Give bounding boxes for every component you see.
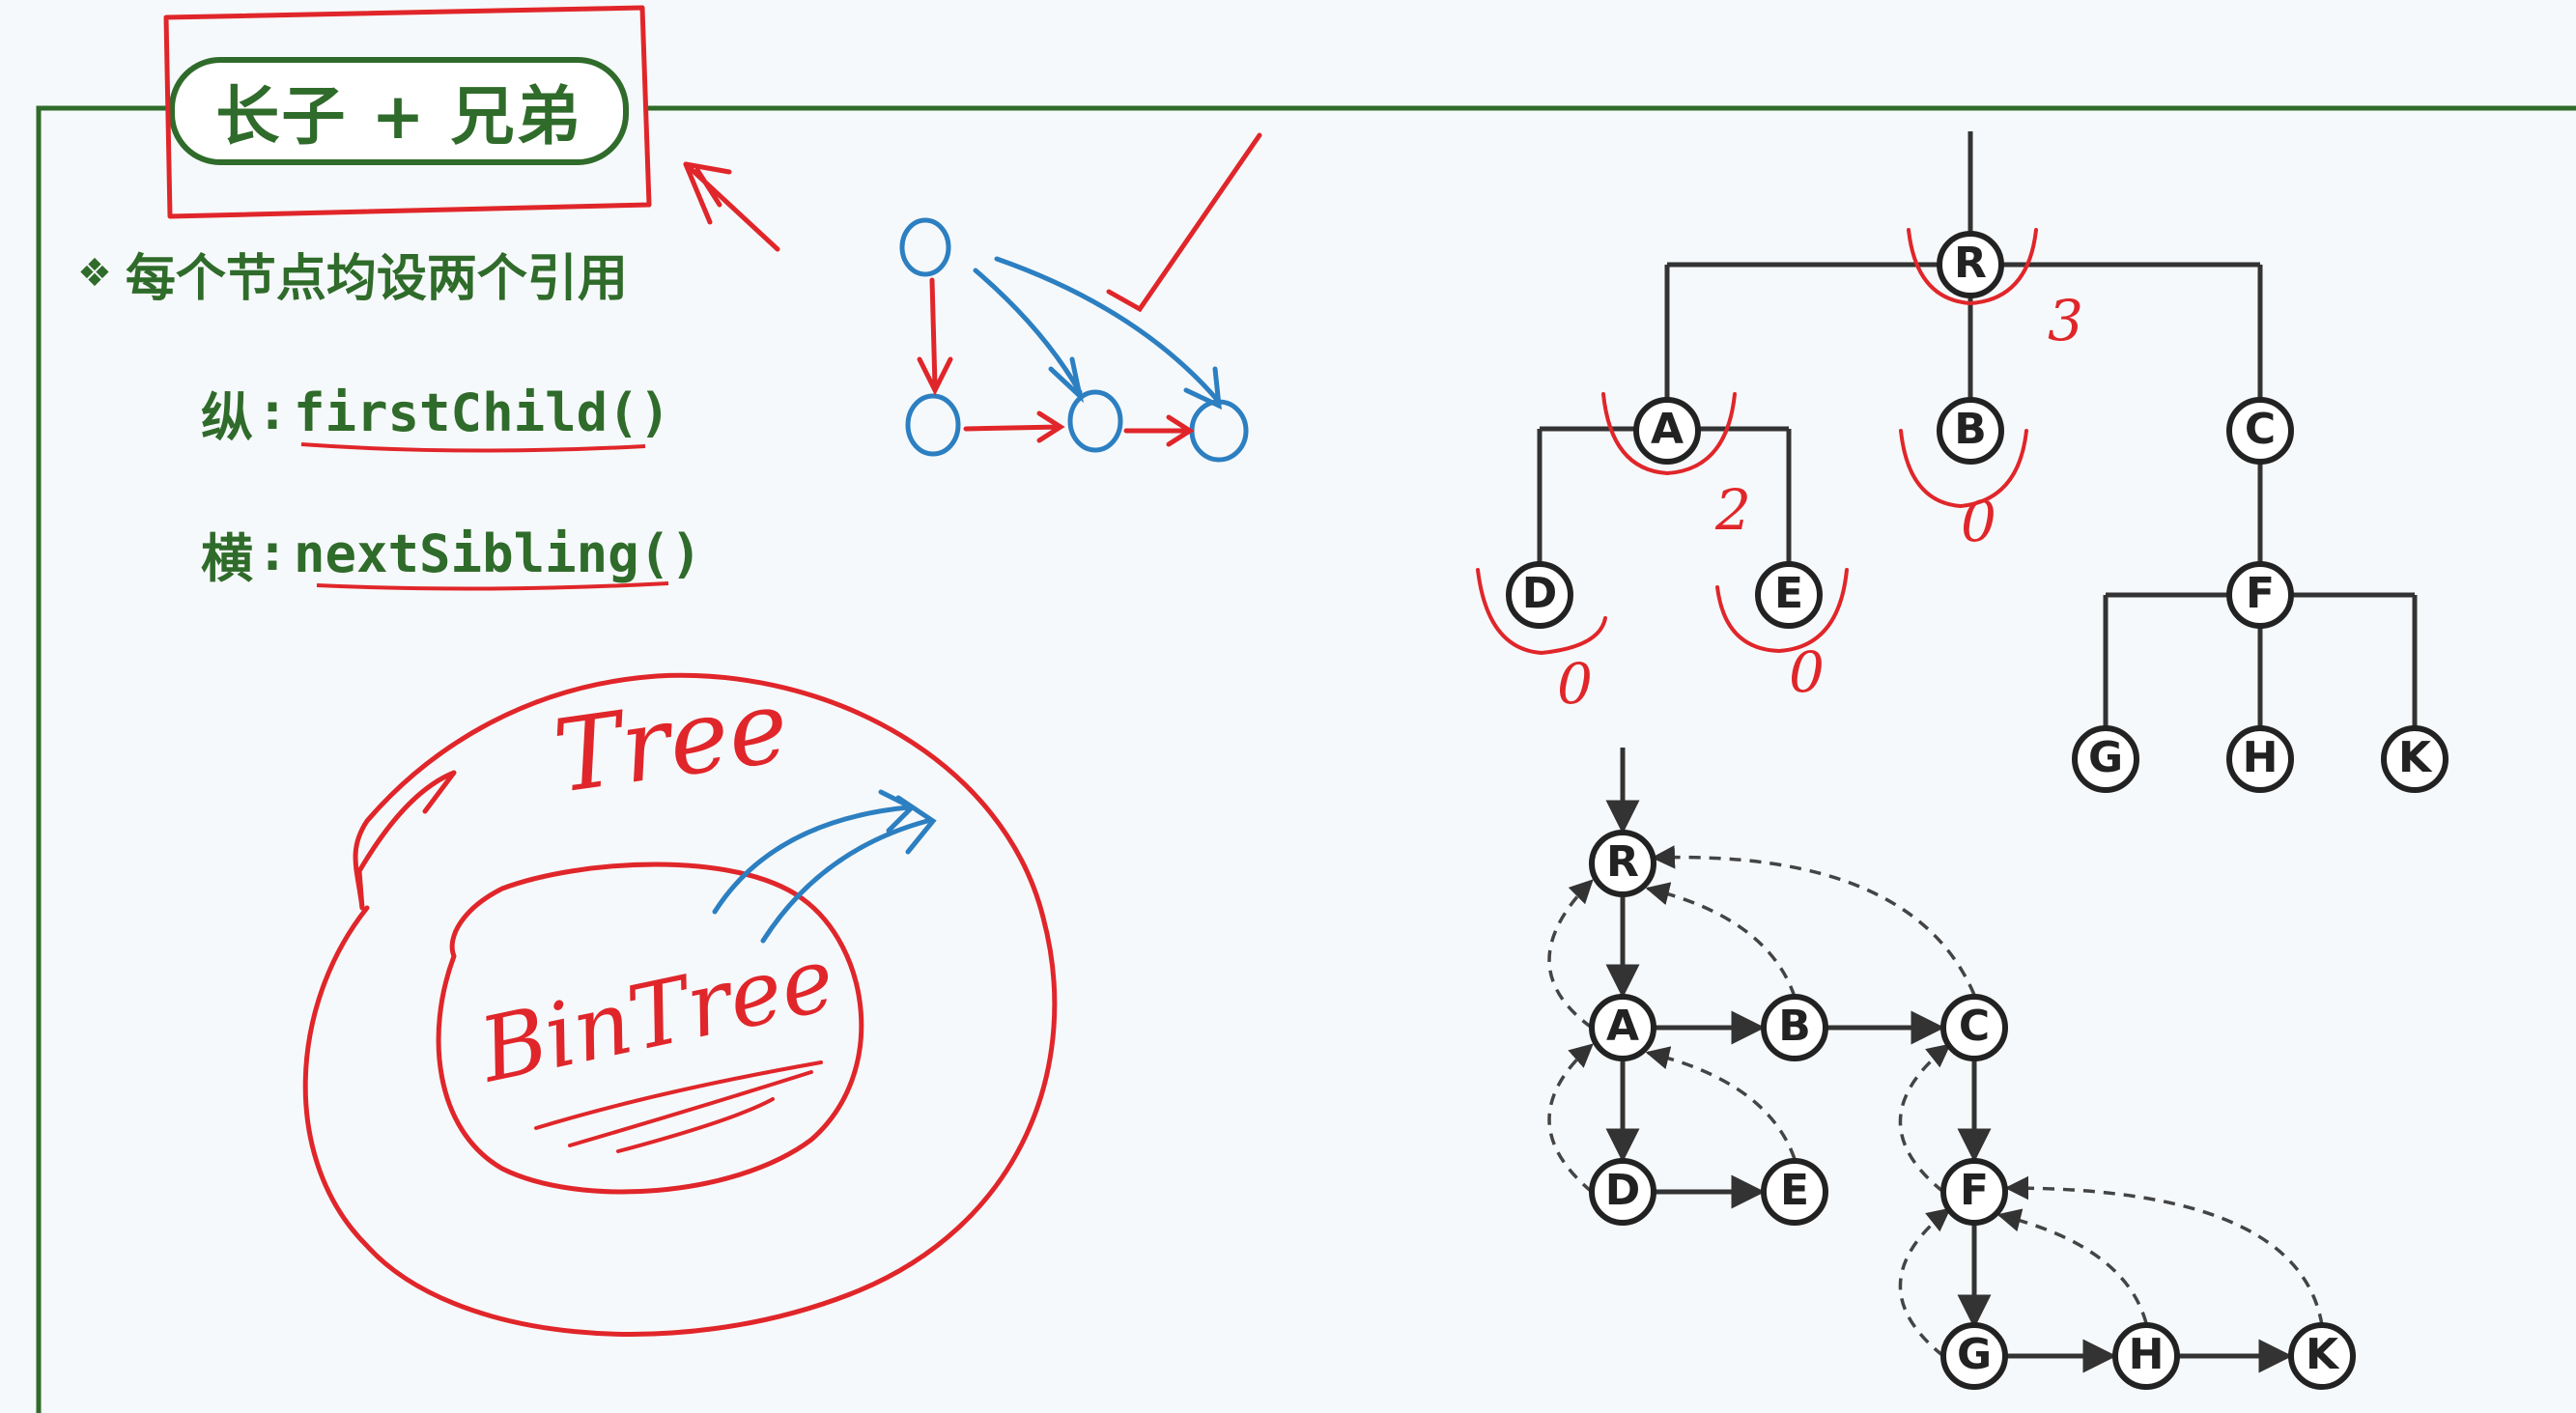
title-highlight-box — [163, 5, 652, 219]
fcns-parent-links — [1547, 845, 2324, 1358]
sketch-linked-nodes — [899, 217, 1249, 463]
fcns-tree-node-h: H — [2112, 1322, 2180, 1390]
fcns-tree-node-label: K — [2306, 1330, 2340, 1379]
fcns-tree-node-label: H — [2129, 1330, 2165, 1379]
colon-separator: : — [263, 384, 282, 440]
page-title: 长子 + 兄弟 — [215, 79, 582, 154]
fcns-tree-node-f: F — [1940, 1158, 2008, 1226]
first-child-underline — [300, 442, 646, 453]
venn-inner-label: BinTree — [469, 927, 843, 1103]
fcns-tree-node-label: B — [1778, 1002, 1811, 1051]
degree-value-r: 3 — [2048, 288, 2083, 353]
horizontal-ref-line: 横 : nextSibling() — [201, 518, 702, 589]
degree-values: 3 2 0 0 0 — [1557, 288, 2083, 717]
standard-tree-node-label: R — [1954, 239, 1987, 288]
check-mark — [1106, 132, 1262, 313]
heading-text: 每个节点均设两个引用 — [125, 249, 628, 308]
standard-tree-node-label: G — [2088, 733, 2123, 782]
next-sibling-underline — [316, 581, 669, 591]
fcns-tree-node-label: A — [1606, 1002, 1639, 1051]
venn-sketch — [302, 672, 1058, 1337]
degree-value-b: 0 — [1961, 489, 1996, 554]
standard-tree-node-c: C — [2226, 397, 2294, 465]
degree-annotations — [1476, 228, 2038, 656]
fcns-tree-node-g: G — [1940, 1322, 2008, 1390]
standard-tree-node-label: H — [2243, 733, 2279, 782]
standard-tree-node-d: D — [1506, 561, 1573, 629]
fcns-tree-node-label: R — [1606, 837, 1639, 887]
standard-tree-node-label: F — [2246, 569, 2275, 618]
fcns-tree-node-e: E — [1761, 1158, 1828, 1226]
fcns-tree-node-b: B — [1761, 994, 1828, 1061]
standard-tree-node-e: E — [1755, 561, 1823, 629]
degree-value-e: 0 — [1789, 639, 1825, 705]
title-pointer-arrow — [683, 161, 780, 252]
colon-separator: : — [263, 525, 282, 581]
fcns-tree-node-c: C — [1940, 994, 2008, 1061]
first-child-method: firstChild() — [294, 382, 671, 443]
standard-tree-node-a: A — [1633, 397, 1701, 465]
standard-tree-node-b: B — [1937, 397, 2004, 465]
content-frame — [36, 105, 2576, 1413]
heading-line: ❖ 每个节点均设两个引用 — [77, 240, 628, 308]
fcns-tree-node-label: G — [1957, 1330, 1992, 1379]
standard-tree-node-label: D — [1522, 569, 1558, 618]
fcns-tree-node-label: E — [1780, 1166, 1809, 1215]
vertical-ref-line: 纵 : firstChild() — [201, 377, 670, 448]
standard-tree-node-f: F — [2226, 561, 2294, 629]
fcns-tree-node-a: A — [1589, 994, 1656, 1061]
standard-tree-nodes: R A B C D E F G H K — [1506, 231, 2449, 793]
fcns-tree-node-d: D — [1589, 1158, 1656, 1226]
vertical-ref-label: 纵 — [201, 386, 253, 448]
standard-tree-node-k: K — [2381, 725, 2449, 793]
fcns-tree-node-label: C — [1959, 1002, 1990, 1051]
title-pill — [169, 57, 629, 165]
horizontal-ref-label: 横 — [201, 527, 253, 589]
next-sibling-method: nextSibling() — [294, 523, 702, 584]
standard-tree-node-h: H — [2226, 725, 2294, 793]
standard-tree-node-label: A — [1651, 405, 1684, 454]
standard-tree-node-label: C — [2245, 405, 2276, 454]
fcns-tree-node-r: R — [1589, 830, 1656, 897]
standard-tree-node-label: K — [2398, 733, 2433, 782]
standard-tree-node-g: G — [2072, 725, 2139, 793]
inner-circle — [436, 862, 864, 1195]
degree-value-a: 2 — [1714, 477, 1751, 543]
standard-tree-node-label: B — [1954, 405, 1987, 454]
fcns-tree-edges — [1605, 748, 2293, 1373]
degree-value-d: 0 — [1557, 651, 1593, 717]
fcns-tree-node-label: D — [1605, 1166, 1641, 1215]
fcns-tree-node-k: K — [2288, 1322, 2356, 1390]
venn-blue-arrows — [712, 789, 937, 944]
standard-tree-node-r: R — [1937, 231, 2004, 298]
diamond-bullet-icon: ❖ — [77, 251, 112, 296]
standard-tree-node-label: E — [1774, 569, 1803, 618]
fcns-tree-nodes: R A B C D E F G H K — [1589, 830, 2356, 1390]
outer-circle — [302, 672, 1058, 1337]
fcns-tree-node-label: F — [1960, 1166, 1989, 1215]
